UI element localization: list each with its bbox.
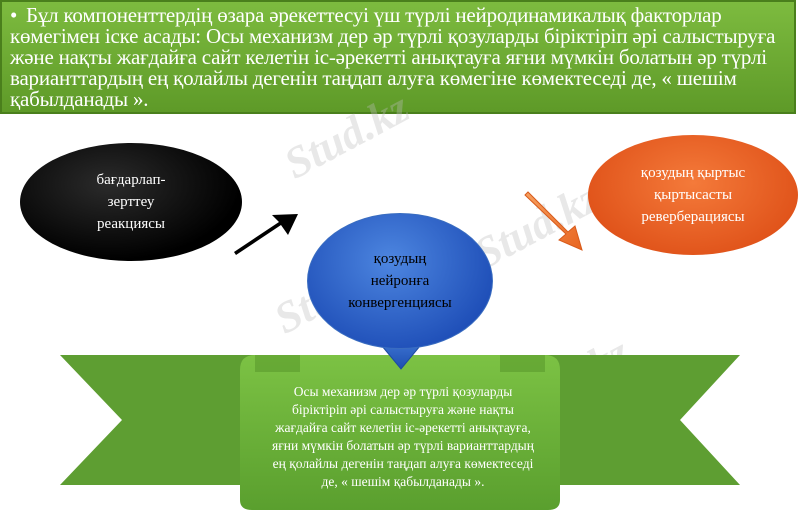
- ribbon-banner: [60, 355, 740, 510]
- node-orange-line2: қыртысасты: [653, 187, 733, 203]
- node-blue-line1: қозудың: [373, 251, 427, 267]
- ribbon-right-tail: [540, 355, 740, 485]
- node-convergence: қозудың нейронға конвергенциясы: [307, 213, 493, 349]
- node-black-line3: реакциясы: [97, 216, 165, 232]
- header-bullet: •: [10, 3, 18, 27]
- header-text: •Бұл компоненттердің өзара әрекеттесуі ү…: [10, 5, 792, 110]
- node-reverberation: қозудың қыртыс қыртысасты реверберациясы: [588, 135, 798, 255]
- node-blue-line2: нейронға: [370, 273, 430, 289]
- node-orienting-reaction: бағдарлап- зерттеу реакциясы: [20, 143, 242, 261]
- node-orange-line1: қозудың қыртыс: [640, 165, 746, 181]
- node-orange-line3: реверберациясы: [641, 209, 745, 225]
- header-box: •Бұл компоненттердің өзара әрекеттесуі ү…: [0, 0, 796, 114]
- ribbon-text: Осы механизм дер әр түрлі қозуларды бірі…: [272, 384, 534, 489]
- orange-arrow: [524, 191, 583, 251]
- black-arrow: [234, 214, 298, 255]
- ribbon-main-panel: [240, 355, 560, 510]
- node-blue-line3: конвергенциясы: [348, 295, 452, 311]
- header-paragraph: Бұл компоненттердің өзара әрекеттесуі үш…: [10, 3, 776, 111]
- ribbon-left-tail: [60, 355, 260, 485]
- node-black-line2: зерттеу: [107, 194, 155, 210]
- node-black-line1: бағдарлап-: [96, 172, 166, 188]
